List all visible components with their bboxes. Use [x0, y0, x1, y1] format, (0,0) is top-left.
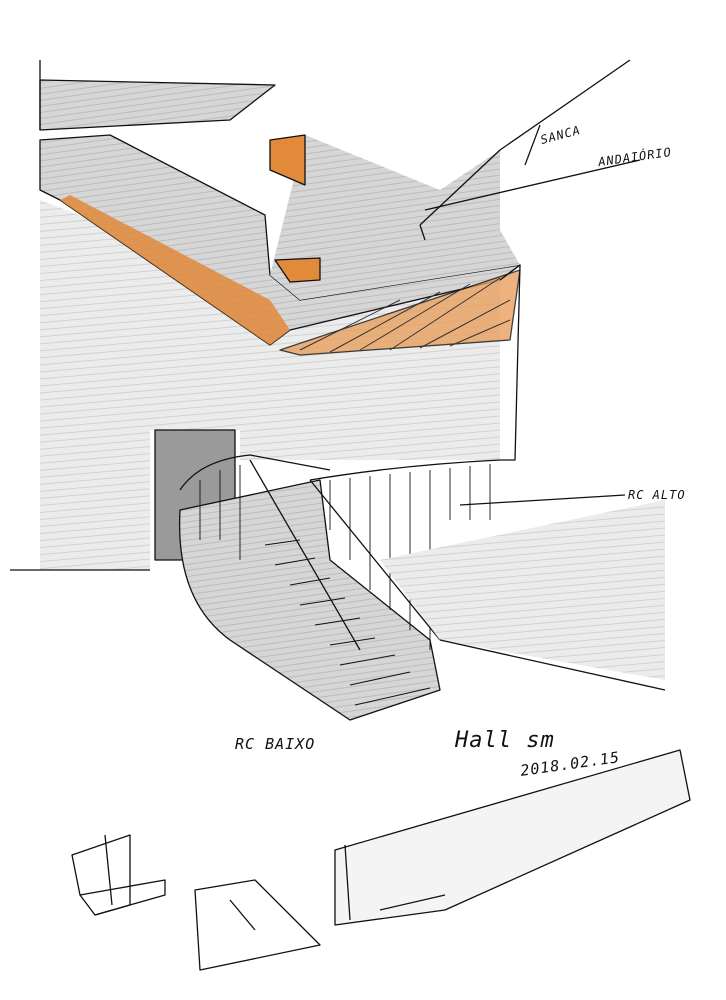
wood-ceiling	[279, 269, 521, 356]
bracket-detail-1	[71, 834, 131, 916]
upper-right-wall	[270, 135, 520, 300]
beam-detail	[334, 749, 691, 926]
annotation-rc-alto: RC ALTO	[628, 488, 686, 502]
signature: Hall sm	[455, 728, 555, 753]
ceiling-slab	[39, 79, 276, 131]
annotation-rc-baixo: RC BAIXO	[235, 735, 316, 753]
lower-stair-wall	[178, 479, 441, 721]
right-floor	[380, 500, 665, 680]
upper-stair-underside	[60, 195, 290, 345]
bracket-detail-2	[194, 879, 321, 971]
